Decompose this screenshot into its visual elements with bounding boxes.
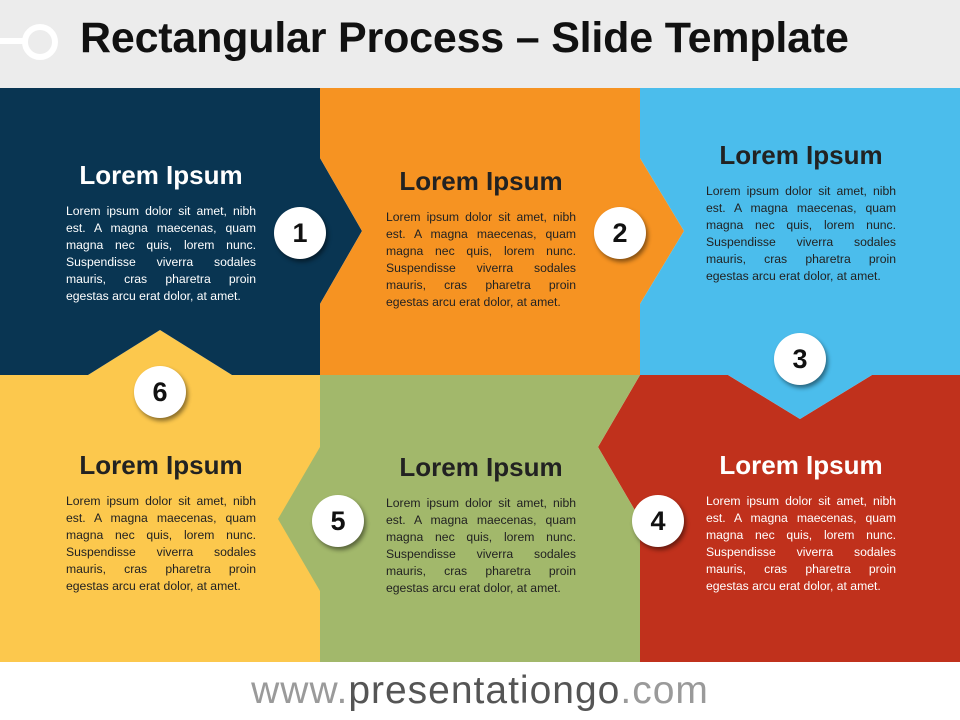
step-5-body: Lorem ipsum dolor sit amet, nibh est. A …: [386, 496, 576, 595]
step-5-text: Lorem Ipsum Lorem ipsum dolor sit amet, …: [386, 452, 576, 597]
step-2-text: Lorem Ipsum Lorem ipsum dolor sit amet, …: [386, 166, 576, 311]
logo-ring-icon: [22, 24, 58, 60]
step-4-heading: Lorem Ipsum: [719, 450, 883, 480]
step-5-shape: [278, 375, 640, 662]
step-1-body: Lorem ipsum dolor sit amet, nibh est. A …: [66, 204, 256, 303]
step-3-text: Lorem Ipsum Lorem ipsum dolor sit amet, …: [706, 140, 896, 285]
step-3-number-badge: 3: [774, 333, 826, 385]
step-2-body: Lorem ipsum dolor sit amet, nibh est. A …: [386, 210, 576, 309]
footer-url[interactable]: www.presentationgo.com: [0, 662, 960, 720]
step-1-heading: Lorem Ipsum: [79, 160, 243, 190]
step-2-heading: Lorem Ipsum: [399, 166, 563, 196]
step-3-body: Lorem ipsum dolor sit amet, nibh est. A …: [706, 184, 896, 283]
footer-url-brand: presentationgo: [348, 669, 621, 712]
slide-title: Rectangular Process – Slide Template: [80, 14, 849, 62]
logo-line: [0, 38, 28, 44]
step-5-heading: Lorem Ipsum: [399, 452, 563, 482]
step-2-number-badge: 2: [594, 207, 646, 259]
footer-url-suffix: .com: [620, 669, 709, 712]
footer-url-prefix: www.: [251, 669, 349, 712]
step-6-text: Lorem Ipsum Lorem ipsum dolor sit amet, …: [66, 450, 256, 595]
step-2-shape: [320, 88, 684, 375]
step-6-shape: [0, 330, 320, 662]
step-3-heading: Lorem Ipsum: [719, 140, 883, 170]
step-1-number-badge: 1: [274, 207, 326, 259]
step-4-text: Lorem Ipsum Lorem ipsum dolor sit amet, …: [706, 450, 896, 595]
step-4-body: Lorem ipsum dolor sit amet, nibh est. A …: [706, 494, 896, 593]
step-4-shape: [598, 375, 960, 662]
step-1-shape: [0, 88, 362, 375]
step-3-shape: [640, 88, 960, 419]
header-bar: Rectangular Process – Slide Template: [0, 0, 960, 88]
step-6-body: Lorem ipsum dolor sit amet, nibh est. A …: [66, 494, 256, 593]
step-6-heading: Lorem Ipsum: [79, 450, 243, 480]
process-shapes: [0, 88, 960, 662]
step-1-text: Lorem Ipsum Lorem ipsum dolor sit amet, …: [66, 160, 256, 305]
process-diagram: Lorem Ipsum Lorem ipsum dolor sit amet, …: [0, 88, 960, 662]
step-5-number-badge: 5: [312, 495, 364, 547]
step-6-number-badge: 6: [134, 366, 186, 418]
step-4-number-badge: 4: [632, 495, 684, 547]
